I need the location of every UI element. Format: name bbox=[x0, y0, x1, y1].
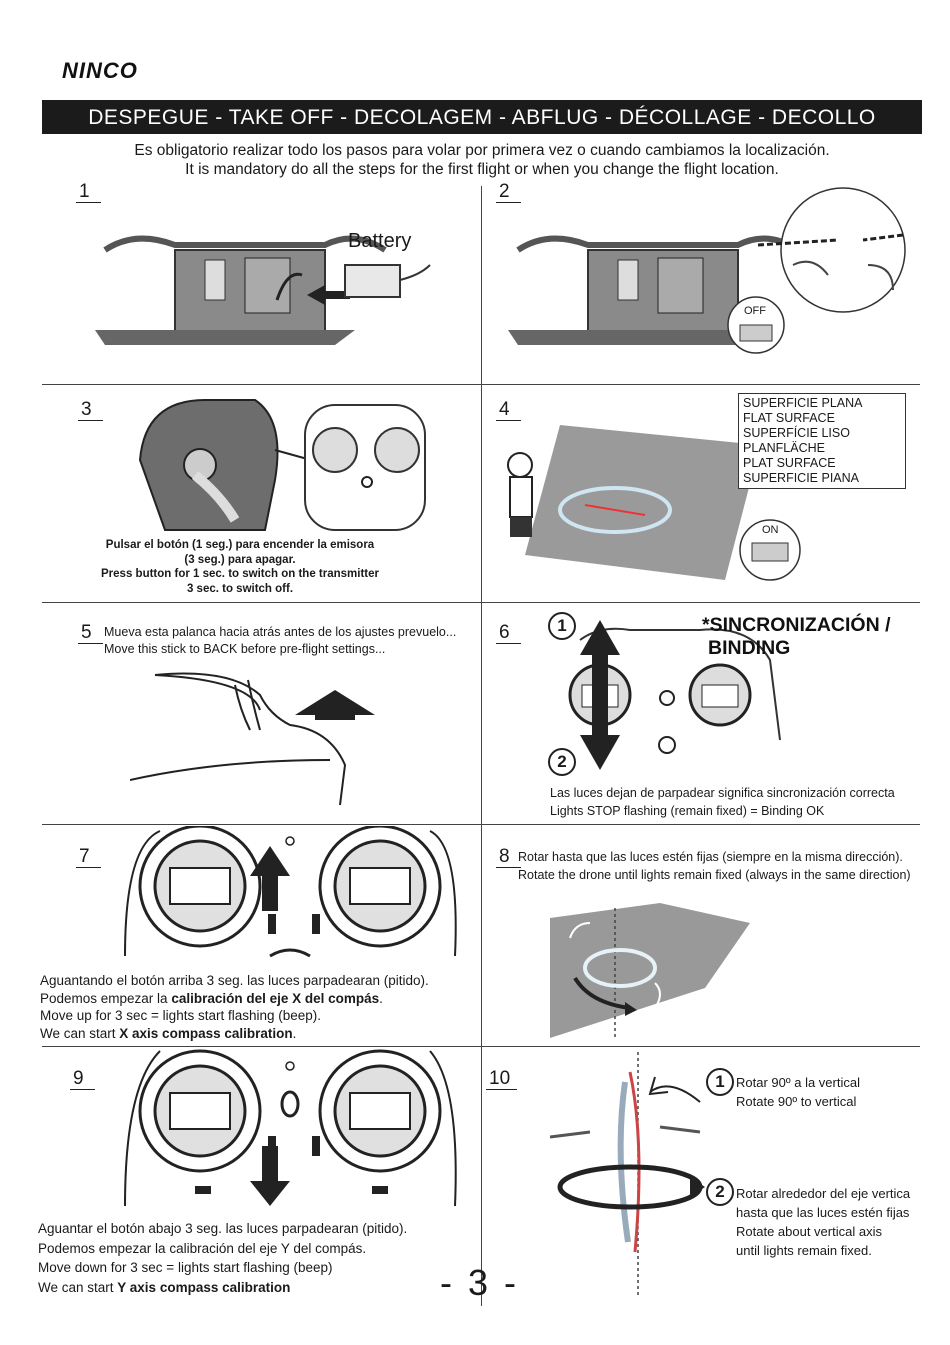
instruction-line: Podemos empezar la calibración del eje Y… bbox=[38, 1240, 367, 1256]
instruction-line: We can start X axis compass calibration. bbox=[40, 1025, 297, 1041]
instruction-line: Move this stick to BACK before pre-fligh… bbox=[104, 642, 386, 656]
step-number: 6 bbox=[496, 623, 521, 644]
instruction-line: We can start Y axis compass calibration bbox=[38, 1279, 291, 1295]
step-number: 8 bbox=[496, 847, 521, 868]
step-number: 1 bbox=[76, 182, 101, 203]
rotate-drone-illustration bbox=[550, 903, 750, 1038]
drone-switch-illustration bbox=[508, 187, 906, 354]
marker-2: 2 bbox=[706, 1178, 734, 1206]
instruction-line: Aguantar el botón abajo 3 seg. las luces… bbox=[38, 1221, 408, 1236]
surface-label: PLAT SURFACE bbox=[743, 456, 836, 470]
step10-text2: Rotar alrededor del eje vertica hasta qu… bbox=[736, 1184, 926, 1260]
divider bbox=[481, 602, 482, 824]
instruction-line: Rotate about vertical axis bbox=[736, 1224, 882, 1239]
caption-line: Press button for 1 sec. to switch on the… bbox=[101, 568, 379, 580]
surface-label: SUPERFICIE PLANA bbox=[743, 396, 863, 410]
step-number: 9 bbox=[70, 1069, 95, 1090]
step5-text: Mueva esta palanca hacia atrás antes de … bbox=[104, 624, 474, 658]
step6-text: Las luces dejan de parpadear significa s… bbox=[550, 784, 920, 820]
step-number: 4 bbox=[496, 400, 521, 421]
instruction-line: Move down for 3 sec = lights start flash… bbox=[38, 1260, 333, 1275]
step3-caption: Pulsar el botón (1 seg.) para encender l… bbox=[40, 538, 440, 596]
surface-label: SUPERFÍCIE LISO bbox=[743, 426, 850, 440]
drone-battery-illustration bbox=[95, 235, 431, 345]
page-title-banner: DESPEGUE - TAKE OFF - DECOLAGEM - ABFLUG… bbox=[42, 100, 922, 134]
step-number: 10 bbox=[486, 1069, 517, 1090]
battery-label: Battery bbox=[348, 230, 412, 252]
instruction-line: Mueva esta palanca hacia atrás antes de … bbox=[104, 625, 457, 639]
instruction-line: Rotate 90º to vertical bbox=[736, 1094, 857, 1109]
binding-title: *SINCRONIZACIÓN / BINDING bbox=[702, 614, 891, 660]
intro-text: Es obligatorio realizar todo los pasos p… bbox=[42, 141, 922, 179]
page-number: - 3 - bbox=[440, 1262, 520, 1303]
flat-surface-illustration bbox=[507, 425, 801, 581]
transmitter-up-illustration bbox=[124, 826, 457, 958]
instruction-line: Las luces dejan de parpadear significa s… bbox=[550, 786, 895, 800]
vertical-rotation-illustration bbox=[550, 1052, 705, 1297]
divider bbox=[481, 186, 482, 384]
marker-1: 1 bbox=[706, 1068, 734, 1096]
step8-text: Rotar hasta que las luces estén fijas (s… bbox=[518, 848, 920, 884]
caption-line: Pulsar el botón (1 seg.) para encender l… bbox=[105, 539, 375, 551]
instruction-line: Lights STOP flashing (remain fixed) = Bi… bbox=[550, 804, 825, 818]
step-number: 3 bbox=[78, 400, 103, 421]
instruction-line: Rotar 90º a la vertical bbox=[736, 1075, 860, 1090]
instruction-line: Aguantando el botón arriba 3 seg. las lu… bbox=[40, 973, 429, 988]
binding-title-line1: *SINCRONIZACIÓN / bbox=[702, 614, 891, 636]
step9-text: Aguantar el botón abajo 3 seg. las luces… bbox=[38, 1219, 458, 1297]
surface-label-box: SUPERFICIE PLANA FLAT SURFACE SUPERFÍCIE… bbox=[738, 393, 906, 489]
surface-label: FLAT SURFACE bbox=[743, 411, 835, 425]
divider bbox=[481, 384, 482, 602]
transmitter-down-illustration bbox=[124, 1049, 457, 1207]
instruction-line: Podemos empezar la calibración del eje X… bbox=[40, 990, 383, 1006]
instruction-line: Move up for 3 sec = lights start flashin… bbox=[40, 1008, 322, 1023]
step10-text1: Rotar 90º a la vertical Rotate 90º to ve… bbox=[736, 1073, 920, 1111]
step-number: 5 bbox=[78, 623, 103, 644]
caption-line: (3 seg.) para apagar. bbox=[184, 553, 296, 566]
brand-logo: NINCO bbox=[62, 58, 138, 83]
stick-back-illustration bbox=[130, 672, 375, 806]
transmitter-power-illustration bbox=[138, 399, 426, 531]
instruction-line: until lights remain fixed. bbox=[736, 1243, 872, 1258]
instruction-line: hasta que las luces estén fijas bbox=[736, 1205, 910, 1220]
binding-transmitter-illustration bbox=[568, 620, 781, 770]
caption-line: 3 sec. to switch off. bbox=[186, 582, 294, 595]
step7-text: Aguantando el botón arriba 3 seg. las lu… bbox=[40, 972, 470, 1042]
binding-title-line2: BINDING bbox=[708, 637, 791, 659]
step-number: 7 bbox=[76, 847, 101, 868]
off-label: OFF bbox=[744, 305, 766, 317]
marker-1: 1 bbox=[548, 612, 576, 640]
divider bbox=[481, 1046, 482, 1306]
instruction-line: Rotar alrededor del eje vertica bbox=[736, 1186, 911, 1201]
marker-2: 2 bbox=[548, 748, 576, 776]
on-label: ON bbox=[762, 524, 779, 536]
divider bbox=[481, 824, 482, 1046]
intro-es: Es obligatorio realizar todo los pasos p… bbox=[134, 142, 830, 159]
intro-en: It is mandatory do all the steps for the… bbox=[185, 161, 779, 178]
surface-label: SUPERFICIE PIANA bbox=[743, 471, 859, 485]
step-number: 2 bbox=[496, 182, 521, 203]
instruction-line: Rotate the drone until lights remain fix… bbox=[518, 868, 911, 882]
surface-label: PLANFLÄCHE bbox=[743, 441, 825, 455]
instruction-line: Rotar hasta que las luces estén fijas (s… bbox=[518, 850, 903, 864]
